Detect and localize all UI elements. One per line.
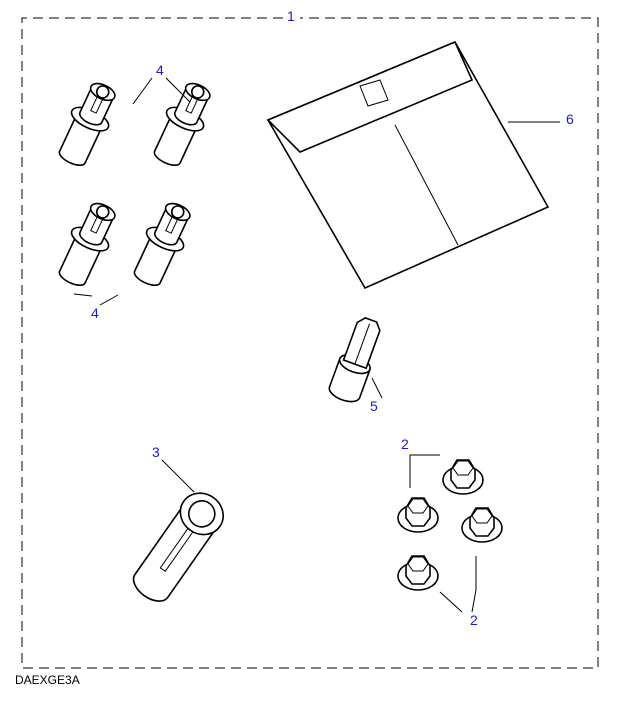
callout-4-top: 4 bbox=[156, 62, 164, 78]
locking-nut-1 bbox=[50, 76, 125, 172]
callout-5: 5 bbox=[370, 398, 378, 414]
diagram-code: DAEXGE3A bbox=[15, 673, 80, 687]
locking-key bbox=[328, 317, 381, 403]
callout-1: 1 bbox=[287, 8, 295, 24]
callout-4-bottom: 4 bbox=[91, 305, 99, 321]
wheel-nut-1 bbox=[442, 459, 484, 495]
callout-3: 3 bbox=[152, 444, 160, 460]
callout-6: 6 bbox=[566, 111, 574, 127]
callout-2-bottom: 2 bbox=[470, 612, 478, 628]
wheel-nut-2 bbox=[397, 497, 439, 533]
wheel-nut-3 bbox=[461, 507, 503, 543]
pouch bbox=[266, 40, 550, 290]
locking-nut-4 bbox=[125, 196, 200, 292]
socket-tool bbox=[132, 492, 224, 602]
locking-nut-3 bbox=[50, 196, 125, 292]
callout-2-top: 2 bbox=[401, 436, 409, 452]
locking-nut-2 bbox=[145, 76, 220, 172]
wheel-nut-4 bbox=[397, 555, 439, 591]
frame-border bbox=[21, 17, 599, 669]
